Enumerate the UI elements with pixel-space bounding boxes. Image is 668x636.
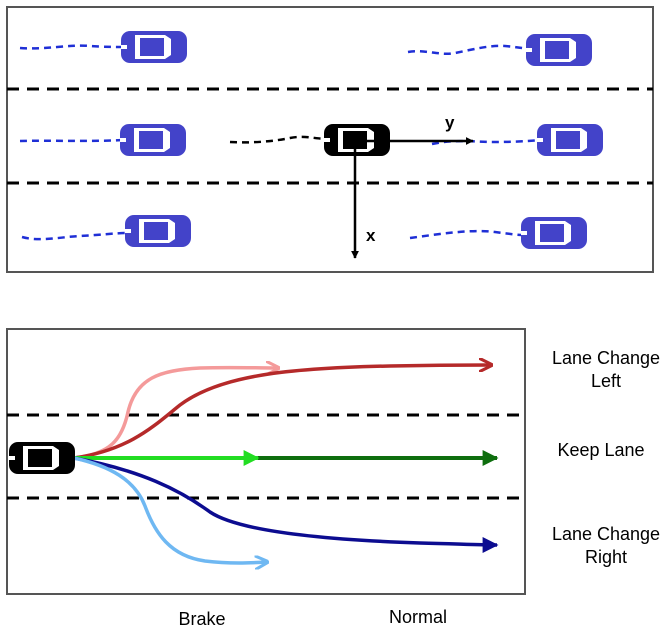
trajectory-history (19, 44, 125, 50)
trajectory-history (407, 44, 531, 55)
trajectory-history (21, 231, 129, 241)
surrounding-car-icon (526, 34, 592, 66)
trajectory-history (409, 229, 525, 240)
surrounding-car-icon (121, 31, 187, 63)
x-axis-label: x (366, 226, 376, 245)
lane-change-left-normal-path (73, 365, 490, 460)
ego-car-icon (9, 442, 75, 474)
lane-change-right-brake-path (73, 456, 266, 563)
trajectory-history (431, 138, 541, 146)
surrounding-car-icon (521, 217, 587, 249)
surrounding-car-icon (537, 124, 603, 156)
lane-change-right-label-line-2: Right (584, 547, 628, 567)
ego-trajectory-history (229, 135, 329, 144)
surrounding-car-icon (120, 124, 186, 156)
lane-change-right-normal-path (73, 456, 499, 553)
bottom-panel (6, 328, 526, 595)
lane-change-left-brake-path (73, 368, 277, 460)
trajectory-history (19, 138, 125, 143)
bottom-panel-frame (6, 328, 526, 595)
y-axis-label: y (445, 113, 455, 132)
top-panel (6, 6, 654, 273)
top-panel-frame (6, 6, 654, 273)
lane-change-right-label-line-1: Lane Change (551, 524, 661, 544)
keep-lane-label: Keep Lane (557, 440, 645, 460)
lane-change-left-label-line-1: Lane Change (551, 348, 661, 368)
lane-change-right-label: Lane Change Right (536, 523, 668, 569)
lane-change-left-label: Lane Change Left (536, 347, 668, 393)
lane-change-left-label-line-2: Left (590, 371, 622, 391)
normal-mode-label: Normal (388, 607, 447, 627)
brake-mode-label: Brake (178, 609, 226, 629)
surrounding-car-icon (125, 215, 191, 247)
